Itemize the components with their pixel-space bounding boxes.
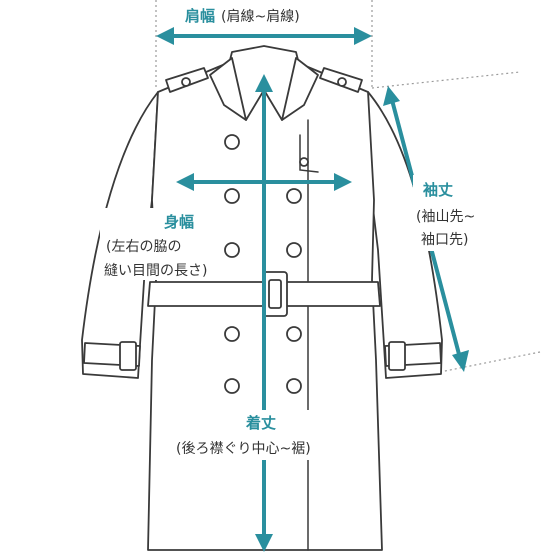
total-length-detail: (後ろ襟ぐり中心~裾): [176, 441, 311, 457]
front-button: [286, 326, 302, 342]
arrow-head: [452, 350, 469, 372]
label-bg: [180, 3, 350, 27]
total-length-title: 着丈: [245, 414, 276, 432]
arrow-head: [255, 534, 273, 552]
sleeve-length-label: 袖丈 (袖山先~ 袖口先): [413, 175, 493, 251]
front-button: [286, 378, 302, 394]
body-width-title: 身幅: [164, 213, 194, 231]
arrow-head: [354, 27, 372, 45]
front-button: [224, 188, 240, 204]
arrow-head: [156, 27, 174, 45]
arrow-head: [255, 74, 273, 92]
label-bg: [413, 175, 493, 251]
label-bg: [172, 410, 364, 460]
belt-buckle-inner: [268, 279, 282, 309]
front-button: [224, 326, 240, 342]
right-cuff-buckle: [388, 341, 406, 371]
left-lapel: [209, 57, 247, 121]
sleeve-cuff-guide: [439, 351, 541, 373]
shoulder-width-label: 肩幅 (肩線~肩線): [180, 3, 350, 27]
measurement-arrows: [156, 27, 469, 552]
right-epaulette-button: [337, 77, 347, 87]
sleeve-length-title: 袖丈: [423, 181, 453, 199]
total-length-label: 着丈 (後ろ襟ぐり中心~裾): [172, 410, 364, 460]
body-width-detail-2: 縫い目間の長さ): [104, 263, 207, 279]
body-width-detail-1: (左右の脇の: [106, 239, 181, 255]
sleeve-top-guide: [371, 71, 521, 89]
shoulder-width-detail: (肩線~肩線): [221, 9, 300, 25]
left-cuff-buckle: [119, 341, 137, 371]
left-epaulette-button: [181, 77, 191, 87]
collar-button: [224, 134, 240, 150]
storm-flap: [299, 134, 319, 173]
sleeve-length-detail-1: (袖山先~: [416, 209, 475, 225]
arrow-head: [176, 173, 194, 191]
front-button: [286, 242, 302, 258]
arrow-head: [383, 86, 400, 106]
front-button: [224, 242, 240, 258]
label-bg: [100, 208, 212, 280]
sleeve-length-detail-2: 袖口先): [421, 232, 468, 248]
storm-flap-button: [299, 157, 309, 167]
shoulder-width-title: 肩幅: [185, 7, 215, 25]
arrow-head: [334, 173, 352, 191]
front-button: [286, 188, 302, 204]
front-button: [224, 378, 240, 394]
body-width-label: 身幅 (左右の脇の 縫い目間の長さ): [100, 208, 212, 280]
guide-lines: [155, 0, 541, 373]
right-lapel: [281, 57, 319, 121]
